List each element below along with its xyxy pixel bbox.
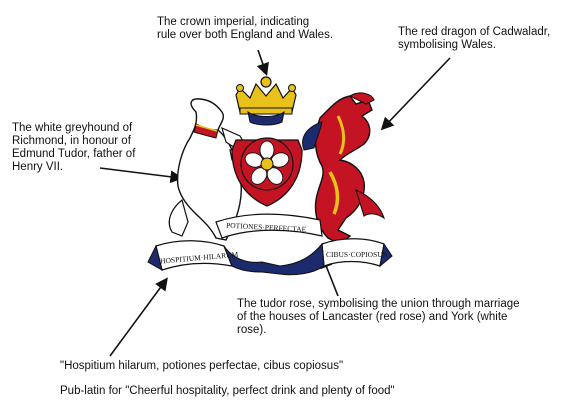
crown-annotation: The crown imperial, indicating rule over… <box>157 16 334 41</box>
crown-icon <box>235 76 297 126</box>
dragon-pointer-arrow <box>380 57 451 131</box>
greyhound-icon <box>168 98 257 241</box>
tudor-rose-icon <box>231 137 303 207</box>
crown-pointer-arrow <box>256 49 269 77</box>
motto-scroll: HOSPITIUM·HILARUM POTIONES·PERFECTAE CIB… <box>147 213 393 276</box>
dragon-icon <box>302 92 386 245</box>
dragon-annotation: The red dragon of Cadwaladr, symbolising… <box>398 26 551 51</box>
motto-annotation: "Hospitium hilarum, potiones perfectae, … <box>60 360 344 372</box>
motto-scroll-right-text: CIBUS·COPIOSUS <box>326 250 387 259</box>
motto-pointer-arrow <box>109 277 168 357</box>
greyhound-annotation: The white greyhound of Richmond, in hono… <box>12 122 136 173</box>
translation-annotation: Pub-latin for "Cheerful hospitality, per… <box>60 385 395 397</box>
motto-scroll-center-text: POTIONES·PERFECTAE <box>226 221 307 234</box>
greyhound-pointer-arrow <box>99 167 184 184</box>
tudor-rose-annotation: The tudor rose, symbolising the union th… <box>237 298 520 336</box>
